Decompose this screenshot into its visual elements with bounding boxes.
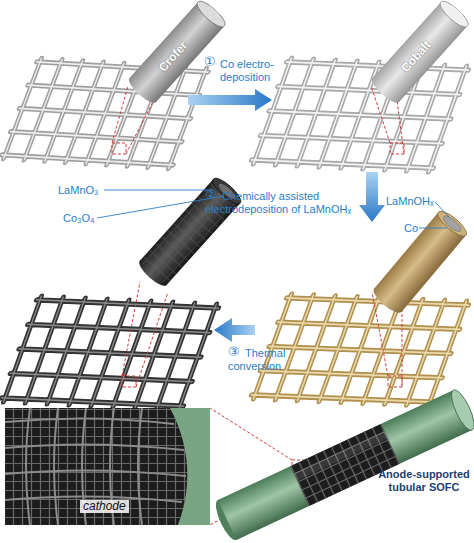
tubular-cell	[212, 387, 474, 543]
text-label: Thermal conversion	[228, 347, 300, 373]
wire-mesh	[0, 296, 220, 410]
step-number: ②	[205, 188, 217, 201]
zoom-inset	[5, 408, 210, 525]
coated-wire-cylinder	[370, 208, 470, 317]
text-label: Anode-supported tubular SOFC	[376, 468, 472, 494]
step-number: ①	[204, 55, 216, 68]
process-arrow	[214, 318, 255, 342]
text-label: Co electro- deposition	[220, 58, 290, 84]
process-arrow	[188, 89, 272, 111]
text-label: LaMnO₃	[58, 184, 99, 197]
text-label: Co₃O₄	[63, 212, 95, 225]
step-number: ③	[228, 345, 240, 358]
wire-mesh	[250, 58, 470, 172]
text-label: cathode	[80, 500, 129, 513]
leader-line	[97, 190, 449, 228]
text-label: LaMnOHₓ	[386, 195, 434, 208]
text-label: Chemically assisted electrodeposition of…	[205, 190, 359, 216]
text-label: Co	[404, 222, 418, 235]
process-arrow	[359, 172, 385, 222]
